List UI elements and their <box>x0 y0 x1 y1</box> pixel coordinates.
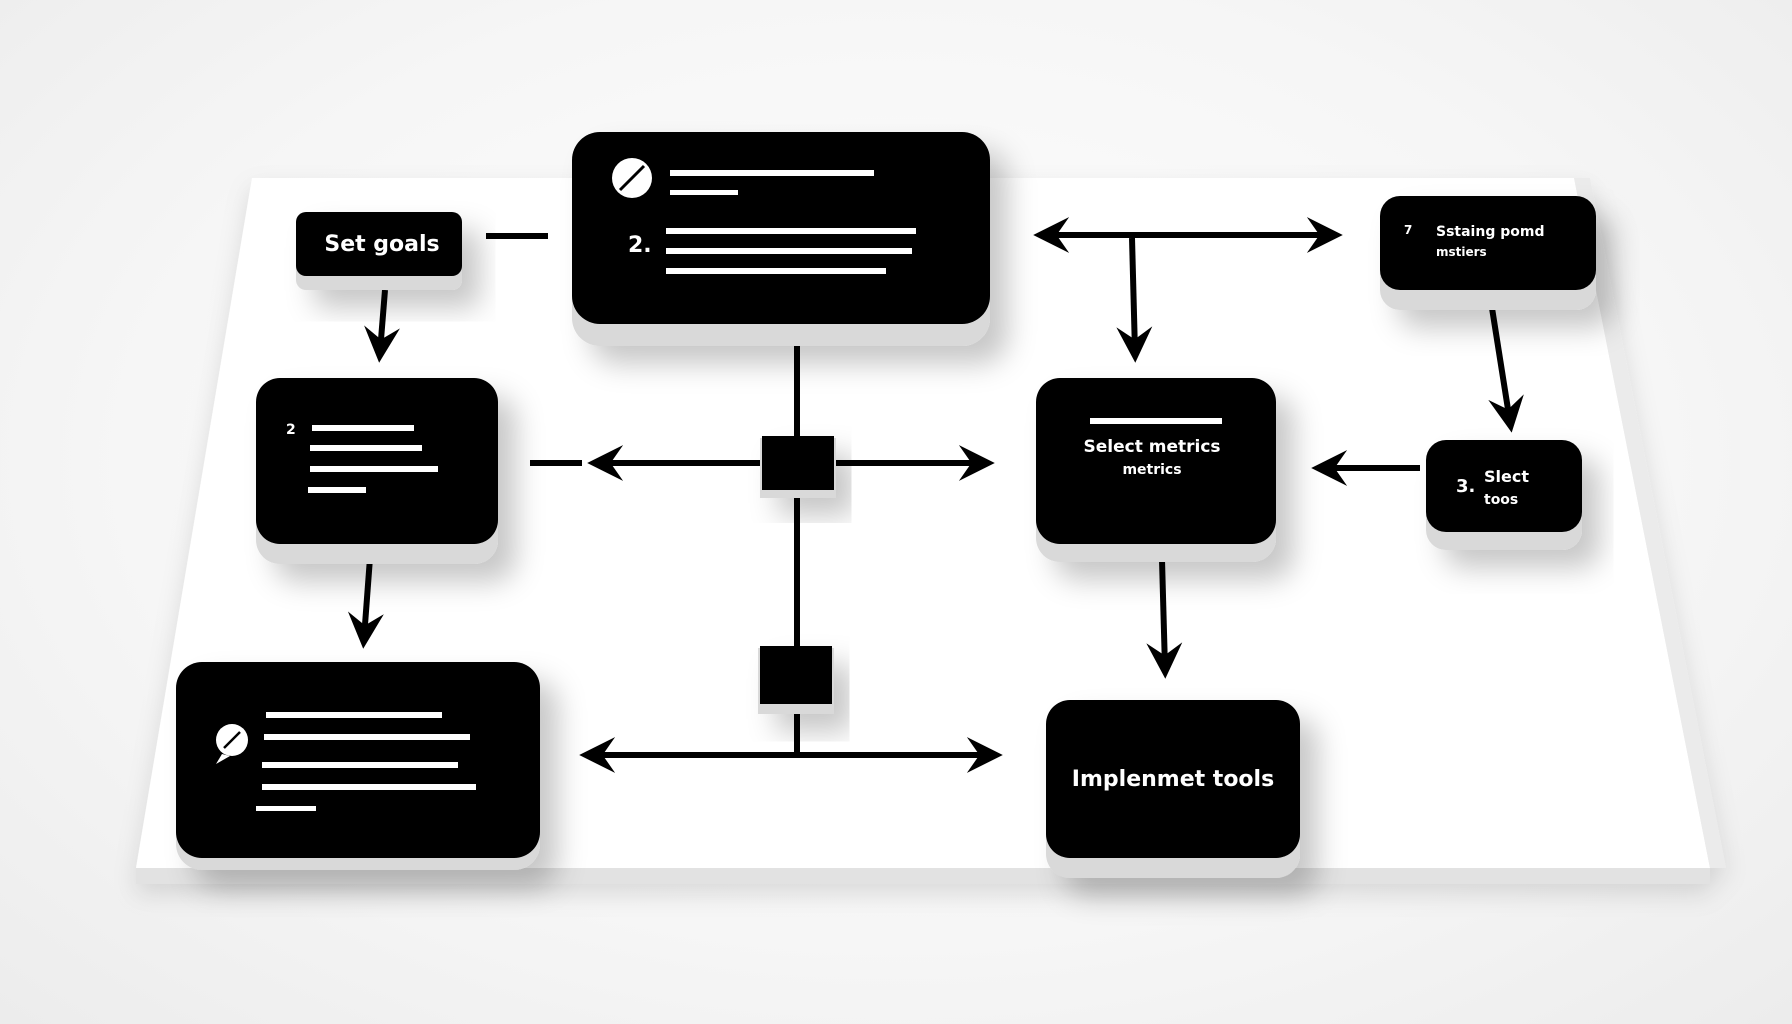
node-top-center: 2. <box>572 132 990 346</box>
node-left-middle: 2 <box>256 378 498 564</box>
select-tools-number: 3. <box>1456 476 1475 497</box>
node-top-right: 7 Sstaing pomd mstiers <box>1380 196 1596 310</box>
text-placeholder-line <box>266 712 442 718</box>
implement-tools-label: Implenmet tools <box>1072 767 1274 792</box>
text-placeholder-line <box>1090 418 1222 424</box>
junction-top <box>760 436 836 498</box>
node-implement-tools: Implenmet tools <box>1046 700 1300 878</box>
top-right-number: 7 <box>1404 223 1412 237</box>
connectors <box>347 217 1524 773</box>
select-tools-line2: toos <box>1484 492 1518 508</box>
select-tools-line1: Slect <box>1484 467 1529 486</box>
text-placeholder-line <box>670 170 874 176</box>
top-center-number: 2. <box>628 233 652 258</box>
text-placeholder-line <box>308 487 366 493</box>
left-middle-number: 2 <box>286 422 296 438</box>
select-metrics-line1: Select metrics <box>1083 437 1220 457</box>
arrow-to-select-metrics <box>1116 237 1153 363</box>
arrow-leftmid-down <box>347 557 384 649</box>
arrow-setgoals-down <box>364 289 400 363</box>
text-placeholder-line <box>256 806 316 811</box>
text-placeholder-line <box>666 248 912 254</box>
text-placeholder-line <box>310 445 422 451</box>
text-placeholder-line <box>310 466 438 472</box>
arrow-topright-down <box>1488 307 1524 433</box>
node-set-goals: Set goals <box>296 212 462 290</box>
text-placeholder-line <box>666 268 886 274</box>
slash-circle-icon <box>612 158 652 198</box>
text-placeholder-line <box>666 228 916 234</box>
select-metrics-line2: metrics <box>1122 462 1181 478</box>
top-right-line2: mstiers <box>1436 245 1487 259</box>
arrow-metrics-down <box>1146 559 1183 679</box>
text-placeholder-line <box>262 762 458 768</box>
set-goals-label: Set goals <box>324 232 439 257</box>
top-right-line1: Sstaing pomd <box>1436 224 1544 240</box>
node-bottom-left <box>176 662 540 870</box>
text-placeholder-line <box>312 425 414 431</box>
text-placeholder-line <box>262 784 476 790</box>
node-select-tools: 3. Slect toos <box>1426 440 1582 550</box>
node-select-metrics: Select metrics metrics <box>1036 378 1276 562</box>
text-placeholder-line <box>670 190 738 195</box>
junction-bottom <box>758 646 834 714</box>
text-placeholder-line <box>264 734 470 740</box>
chat-bubble-icon <box>216 724 248 764</box>
